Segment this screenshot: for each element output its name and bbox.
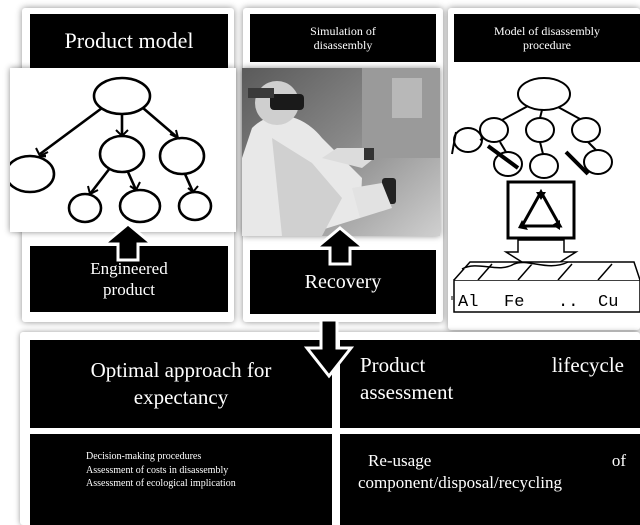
product-tree-graph xyxy=(10,76,213,224)
reuse-line2: component/disposal/recycling xyxy=(358,473,562,493)
material-fe: Fe xyxy=(504,293,524,312)
lifecycle-box: Product lifecycle assessment xyxy=(340,340,640,428)
decision-item: Assessment of costs in disassembly xyxy=(86,464,229,476)
procedure-title-box: Model of disassembly procedure xyxy=(454,14,640,62)
simulation-title-box: Simulation of disassembly xyxy=(250,14,436,62)
procedure-title-line1: Model of disassembly xyxy=(494,23,600,38)
lifecycle-word1: Product xyxy=(360,353,426,377)
procedure-diagram: Al Fe .. Cu xyxy=(451,77,640,313)
product-model-title: Product model xyxy=(64,28,194,53)
material-cu: Cu xyxy=(598,293,618,312)
material-dots: .. xyxy=(558,293,578,312)
reuse-word1: Re-usage xyxy=(368,451,432,470)
decision-item: Decision-making procedures xyxy=(86,451,202,462)
up-arrow-icon xyxy=(312,226,368,266)
engineered-product-line1: Engineered xyxy=(90,258,168,278)
optimal-approach-line1: Optimal approach for xyxy=(90,357,272,382)
up-arrow-icon xyxy=(100,222,156,262)
product-model-title-box: Product model xyxy=(30,14,228,68)
simulation-title-line1: Simulation of xyxy=(310,23,376,38)
procedure-title-line2: procedure xyxy=(523,38,571,52)
vr-user-image xyxy=(242,68,440,236)
decision-list-box: Decision-making procedures Assessment of… xyxy=(30,434,332,525)
lifecycle-word2: lifecycle xyxy=(551,353,624,377)
reuse-word2: of xyxy=(611,451,626,470)
decision-item: Assessment of ecological implication xyxy=(86,478,236,489)
disassembly-simulation-photo xyxy=(242,68,440,236)
optimal-approach-box: Optimal approach for expectancy xyxy=(30,340,332,428)
product-tree-image xyxy=(10,68,236,232)
simulation-title-line2: disassembly xyxy=(313,38,373,52)
optimal-approach-line2: expectancy xyxy=(133,385,229,409)
engineered-product-line2: product xyxy=(103,280,155,299)
lifecycle-line2: assessment xyxy=(360,380,454,405)
down-arrow-icon xyxy=(304,318,354,379)
reuse-box: Re-usage of component/disposal/recycling xyxy=(340,434,640,525)
material-al: Al xyxy=(458,293,478,312)
recovery-label: Recovery xyxy=(304,270,382,293)
